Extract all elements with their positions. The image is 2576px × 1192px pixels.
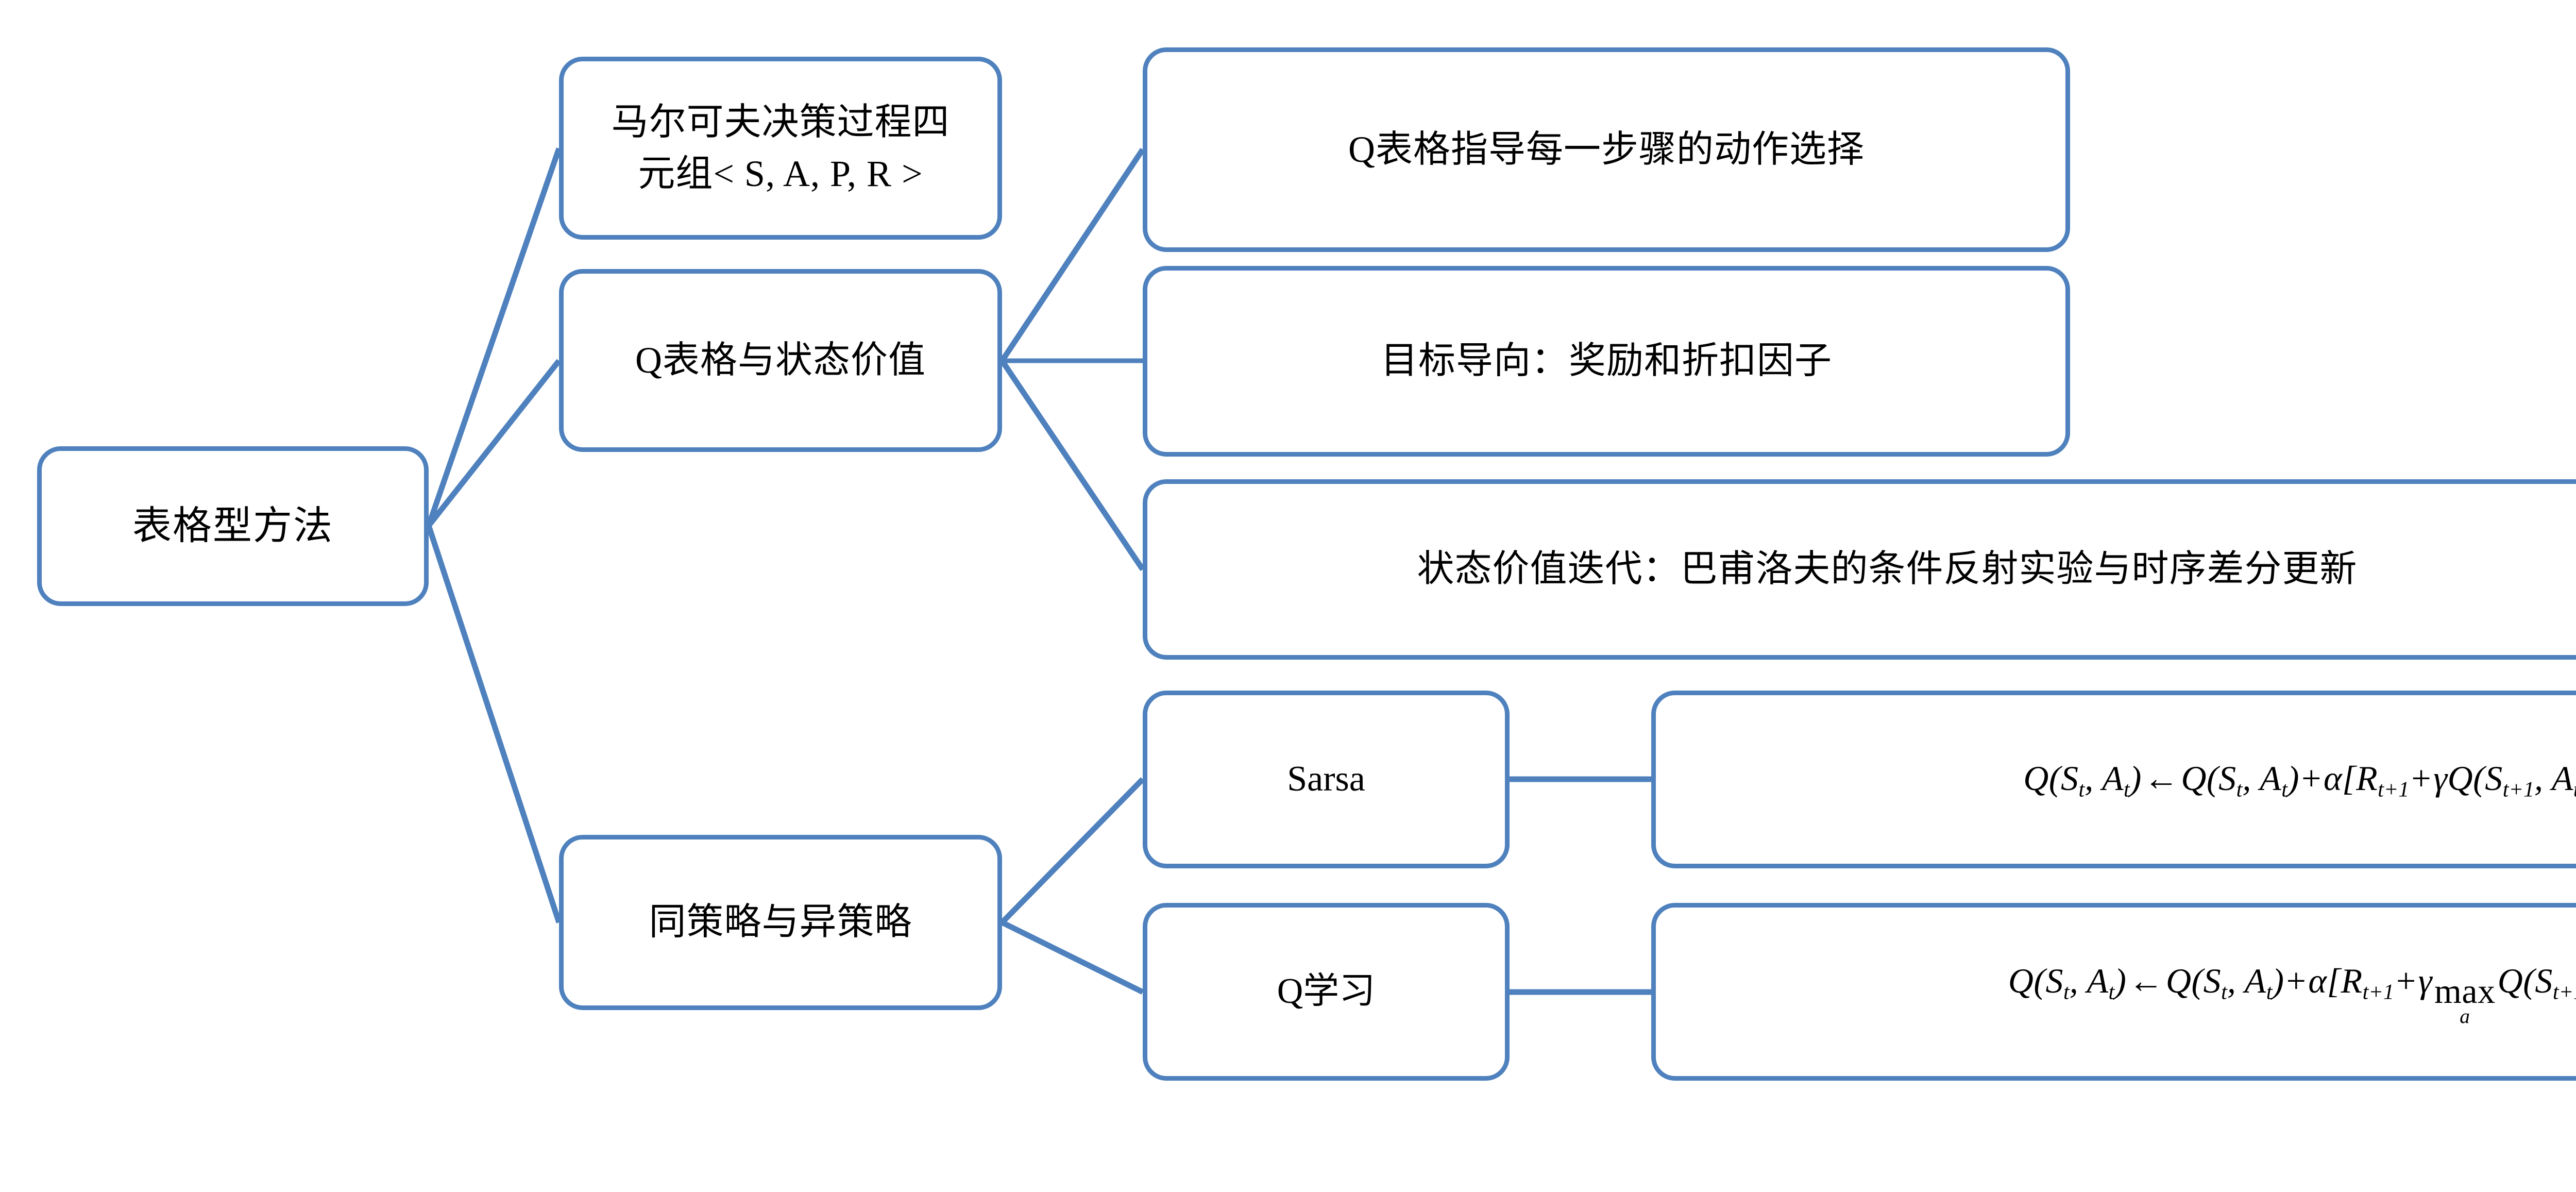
node-q-learning-label: Q学习 [1277,971,1376,1012]
q-learning-formula-text: Q(St, At)←Q(St, At)+α[Rt+1+γmaxaQ(St+1, … [2008,961,2576,1028]
node-q-learning[interactable]: Q学习 [1143,903,1510,1081]
node-state-value-iteration-label: 状态价值迭代：巴甫洛夫的条件反射实验与时序差分更新 [1417,548,2358,590]
node-sarsa-label: Sarsa [1287,759,1365,799]
connector-qtable-to-stateiter [999,359,1145,572]
node-on-off-policy[interactable]: 同策略与异策略 [559,835,1002,1010]
connector-policy-to-sarsa [1000,777,1145,925]
node-mdp[interactable]: 马尔可夫决策过程四 元组< S, A, P, R > [559,57,1002,240]
node-root-label: 表格型方法 [132,504,333,548]
node-root[interactable]: 表格型方法 [37,446,429,606]
node-q-table-guides-action-label: Q表格指导每一步骤的动作选择 [1348,128,1865,170]
node-on-off-policy-label: 同策略与异策略 [649,901,912,943]
connector-root-to-policy [426,525,562,924]
node-q-learning-formula[interactable]: Q(St, At)←Q(St, At)+α[Rt+1+γmaxaQ(St+1, … [1651,903,2576,1081]
node-q-table-guides-action[interactable]: Q表格指导每一步骤的动作选择 [1143,47,2070,252]
node-state-value-iteration[interactable]: 状态价值迭代：巴甫洛夫的条件反射实验与时序差分更新 [1143,479,2576,660]
node-q-table-state-value[interactable]: Q表格与状态价值 [559,269,1002,452]
node-sarsa[interactable]: Sarsa [1143,691,1510,868]
connector-qtable-to-guides [999,147,1145,363]
connector-root-to-qtable [426,359,562,528]
node-mdp-label: 马尔可夫决策过程四 元组< S, A, P, R > [611,102,950,194]
connector-root-to-mdp [426,147,562,527]
node-goal-oriented[interactable]: 目标导向：奖励和折扣因子 [1143,266,2070,457]
node-q-table-state-value-label: Q表格与状态价值 [635,339,926,381]
sarsa-formula-text: Q(St, At)←Q(St, At)+α[Rt+1+γQ(St+1, At+1… [2023,758,2576,802]
node-goal-oriented-label: 目标导向：奖励和折扣因子 [1380,340,1832,382]
node-sarsa-formula[interactable]: Q(St, At)←Q(St, At)+α[Rt+1+γQ(St+1, At+1… [1651,691,2576,868]
connector-policy-to-qlearning [1001,920,1144,995]
